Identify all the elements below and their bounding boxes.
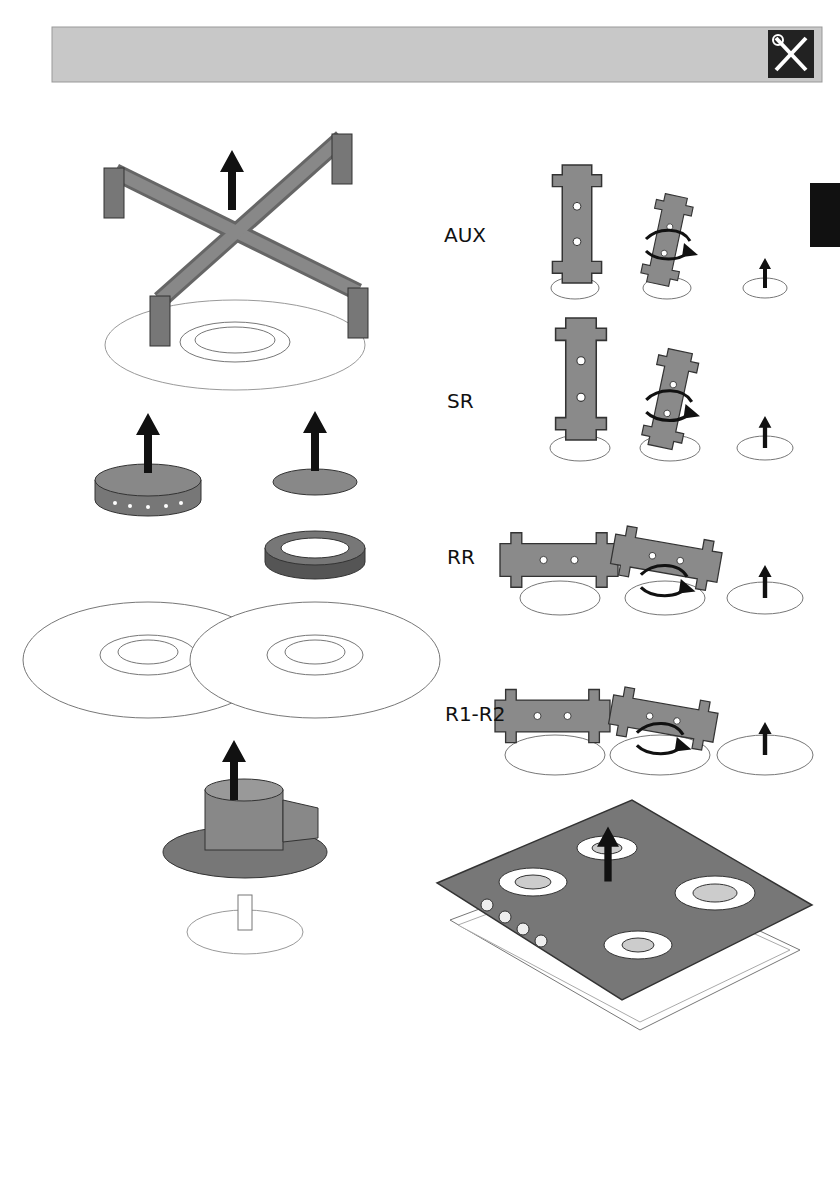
- key-tool-row: [500, 524, 803, 615]
- control-knob: [163, 740, 327, 954]
- part-label: RR: [447, 546, 475, 568]
- key-tool-row: [550, 318, 793, 461]
- hob-top: [437, 800, 812, 1030]
- key-tool-row: [551, 165, 787, 299]
- part-label: R1-R2: [445, 703, 505, 725]
- pan-support: [104, 134, 368, 390]
- key-tool-row: [495, 685, 813, 775]
- burner-parts: [23, 411, 440, 718]
- part-label: SR: [447, 390, 474, 412]
- part-label: AUX: [444, 224, 486, 246]
